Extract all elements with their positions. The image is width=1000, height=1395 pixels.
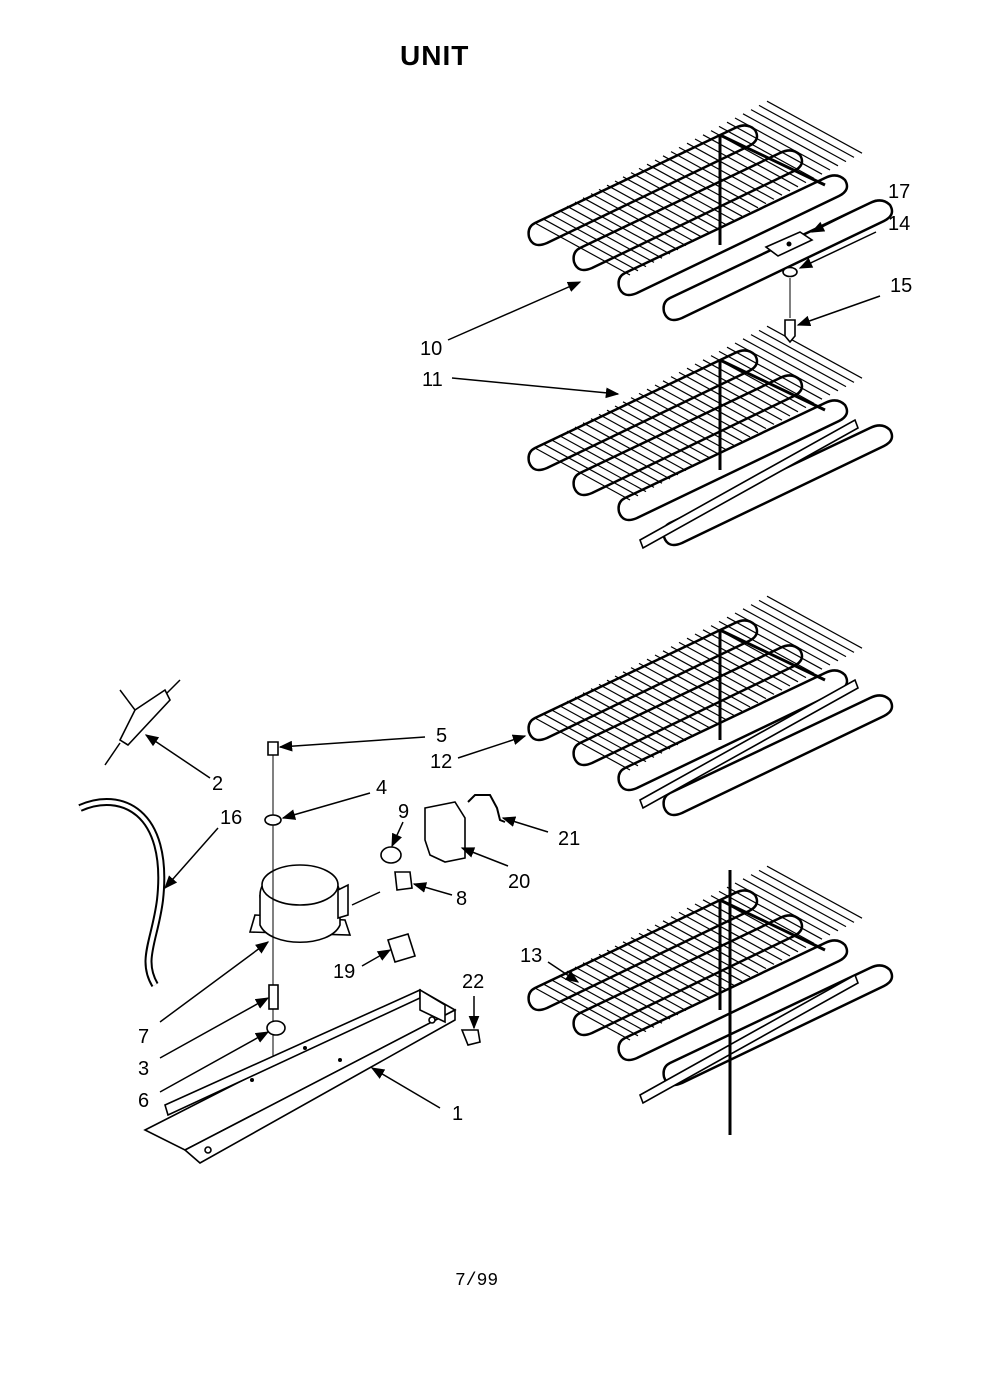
callout-4: 4	[376, 777, 387, 799]
leader-1	[370, 1067, 441, 1109]
coil-part-12	[527, 595, 894, 817]
leader-14	[798, 231, 877, 269]
leader-15	[796, 295, 881, 327]
leader-compressor	[351, 891, 381, 906]
leader-4	[281, 792, 371, 820]
plate-screw-icon	[460, 1029, 481, 1046]
coil-part-13	[527, 865, 894, 1087]
leader-11	[451, 377, 620, 399]
callout-1: 1	[452, 1103, 463, 1125]
leader-20	[460, 847, 509, 867]
callout-22: 22	[462, 971, 484, 993]
bolt-icon	[267, 741, 279, 756]
leader-16	[164, 827, 219, 890]
washer-icon	[782, 266, 798, 278]
callout-9: 9	[398, 801, 409, 823]
callout-13: 13	[520, 945, 542, 967]
coil-rail-11	[639, 418, 859, 550]
leader-6	[159, 1031, 270, 1093]
callout-6: 6	[138, 1090, 149, 1112]
callout-20: 20	[508, 871, 530, 893]
leader-2	[144, 734, 211, 779]
leader-17	[810, 199, 877, 233]
callout-17: 17	[888, 181, 910, 203]
sleeve-icon	[268, 984, 279, 1010]
mounting-plate-icon	[143, 988, 457, 1164]
leader-5	[278, 736, 426, 752]
bracket-hole-icon	[786, 241, 792, 247]
callout-21: 21	[558, 828, 580, 850]
relay-cover-icon	[424, 801, 466, 863]
callout-8: 8	[456, 888, 467, 910]
leader-7	[159, 941, 270, 1023]
callout-11: 11	[422, 369, 443, 391]
drier-icon	[104, 679, 181, 766]
coil-rail-12	[639, 678, 859, 810]
leader-19	[361, 949, 392, 967]
coil-part-10	[527, 100, 894, 322]
callout-15: 15	[890, 275, 912, 297]
callout-19: 19	[333, 961, 355, 983]
callout-3: 3	[138, 1058, 149, 1080]
leader-3	[159, 997, 270, 1059]
callout-10: 10	[420, 338, 442, 360]
leader-9	[391, 821, 404, 848]
callout-16: 16	[220, 807, 242, 829]
leader-10	[447, 281, 582, 341]
overload-icon	[380, 846, 402, 864]
leader-21	[501, 816, 549, 833]
relay-icon	[394, 871, 413, 891]
leader-8	[412, 882, 453, 896]
diagram-title: UNIT	[400, 40, 470, 71]
top-washer-icon	[264, 814, 282, 826]
leader-12	[457, 734, 527, 759]
screw-icon	[784, 319, 796, 344]
callout-12: 12	[430, 751, 452, 773]
callout-2: 2	[212, 773, 223, 795]
grommet-icon	[266, 1020, 286, 1036]
coil-part-11	[527, 325, 894, 547]
leader-13	[547, 961, 580, 983]
coil-rail-13	[639, 973, 859, 1105]
page-footer: 7/99	[455, 1271, 499, 1291]
callout-14: 14	[888, 213, 910, 235]
clip-icon	[467, 794, 506, 823]
compressor-icon	[248, 864, 352, 943]
callout-5: 5	[436, 725, 447, 747]
callout-7: 7	[138, 1026, 149, 1048]
capacitor-icon	[386, 933, 417, 963]
